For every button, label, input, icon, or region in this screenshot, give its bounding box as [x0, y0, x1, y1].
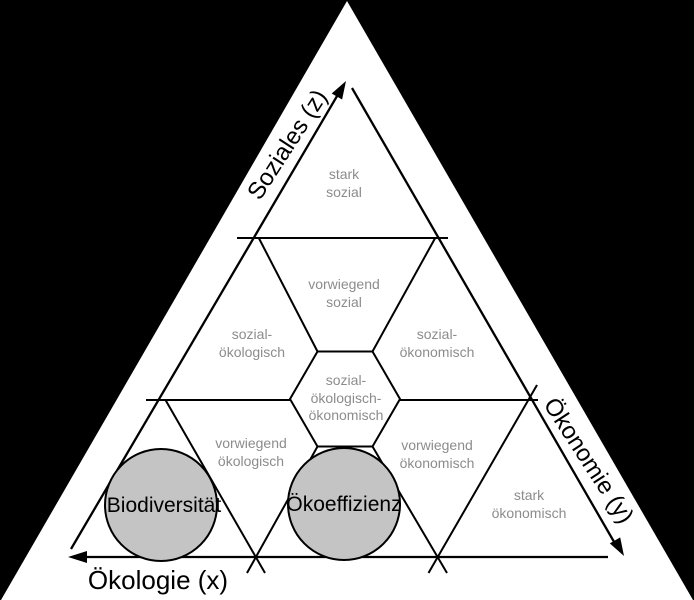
- divider-lower-right-outer-diagonal: [427, 384, 538, 574]
- oekonomie-axis-arrowhead-icon: [609, 537, 624, 556]
- divider-lower-left-outer-diagonal: [164, 399, 266, 574]
- divider-upper-left-diagonal: [257, 237, 319, 352]
- oekonomie-axis-line: [351, 87, 618, 548]
- oekologie-axis-arrowhead-icon: [68, 551, 87, 563]
- oekoeffizienz-circle: [287, 447, 401, 561]
- biodiversitaet-circle: [104, 448, 218, 562]
- center-hexagon: [288, 350, 402, 448]
- divider-upper-right-diagonal: [371, 237, 437, 352]
- soziales-axis-arrowhead-icon: [331, 81, 346, 100]
